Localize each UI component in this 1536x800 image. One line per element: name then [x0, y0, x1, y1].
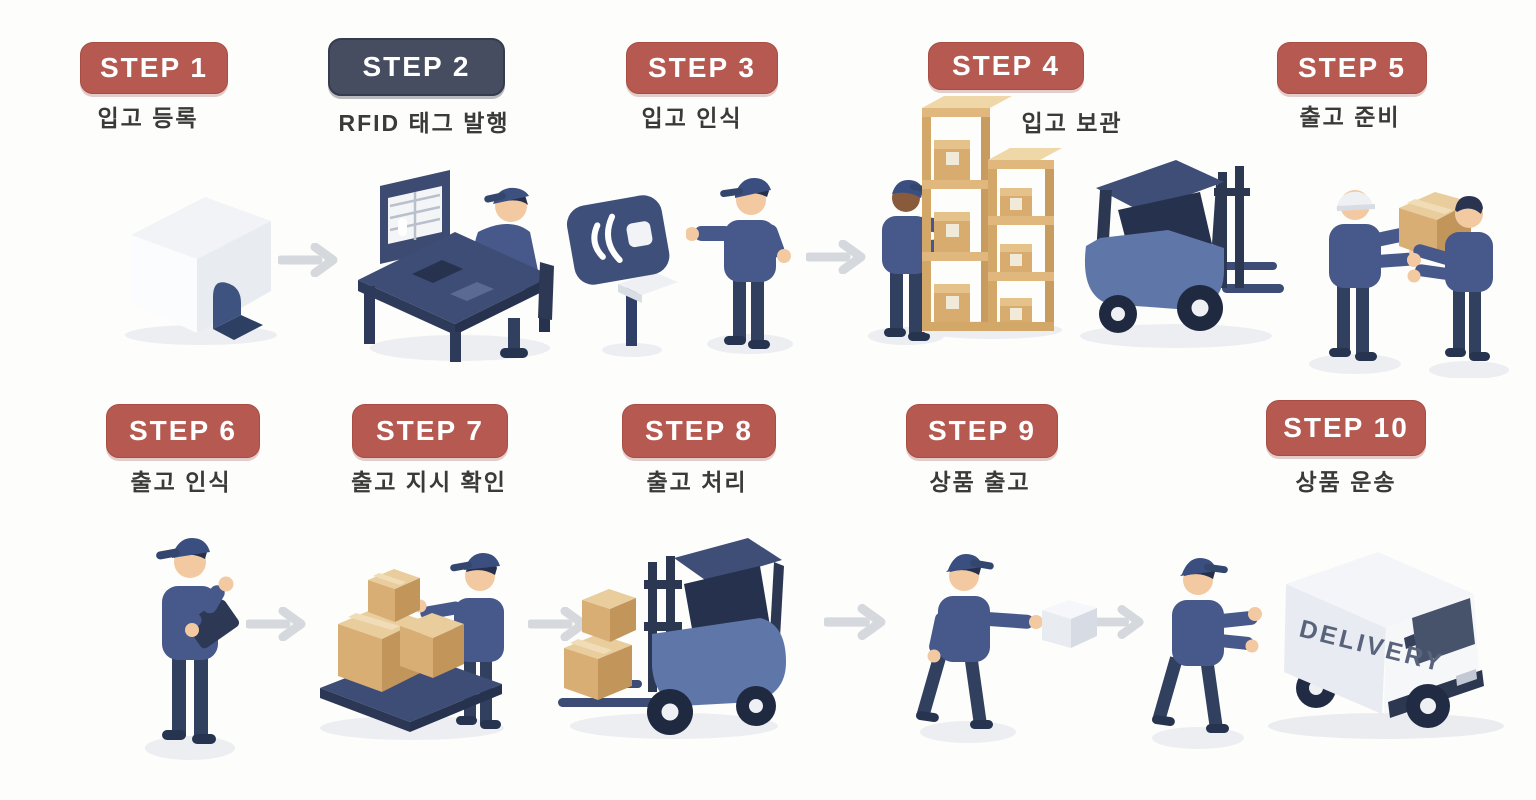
clipboard — [186, 599, 240, 649]
box-handover-illustration — [1309, 190, 1509, 378]
step-7-badge: STEP 7 — [352, 404, 508, 458]
rack-left-column — [922, 96, 1012, 331]
step-10-caption: 상품 운송 — [1295, 469, 1397, 495]
step-3-caption: 입고 인식 — [641, 105, 743, 131]
step-5-badge: STEP 5 — [1277, 42, 1427, 94]
mouse-pad — [450, 282, 494, 301]
step-4-badge: STEP 4 — [928, 42, 1084, 90]
monitor — [380, 170, 450, 264]
reader-panel — [566, 195, 670, 285]
clipboard-worker-illustration — [145, 538, 240, 760]
delivery-van-illustration: DELIVERY — [1268, 552, 1504, 739]
arrow-right-icon — [824, 604, 886, 640]
storage-crate-rack-illustration — [922, 96, 1062, 339]
receiving-worker-figure — [1407, 196, 1493, 361]
step-2-caption: RFID 태그 발행 — [338, 110, 510, 136]
forklift-right-illustration — [1080, 160, 1284, 348]
rack-right-column — [988, 148, 1062, 331]
gate-opening — [213, 282, 241, 329]
loading-worker-illustration — [1151, 558, 1262, 749]
arrow-right-icon — [246, 607, 306, 641]
side-mirror — [1404, 634, 1416, 649]
step-8-badge: STEP 8 — [622, 404, 776, 458]
step-4-caption: 입고 보관 — [1021, 110, 1123, 136]
pallet-worker-figure — [413, 553, 504, 729]
pallet-top — [320, 652, 502, 722]
pallet-boxes-illustration — [320, 553, 504, 740]
step-6-caption: 출고 인식 — [130, 469, 232, 495]
pointing-worker-illustration — [686, 178, 793, 354]
gate-ramp — [213, 315, 263, 340]
chair — [500, 262, 554, 358]
van-side-panel — [1284, 584, 1386, 714]
cardboard-box-upper — [582, 589, 636, 642]
step-9-caption: 상품 출고 — [929, 469, 1031, 495]
step-8-caption: 출고 처리 — [646, 469, 748, 495]
rfid-reader-antenna-icon — [566, 195, 678, 357]
van-roof — [1286, 552, 1474, 628]
white-box — [1042, 600, 1097, 648]
cardboard-box-rear — [400, 613, 464, 678]
carry-out-worker-illustration — [915, 554, 1097, 743]
step-9-badge: STEP 9 — [906, 404, 1058, 458]
headlight — [1456, 669, 1477, 686]
step-5-caption: 출고 준비 — [1299, 104, 1401, 130]
step-10-badge: STEP 10 — [1266, 400, 1426, 456]
step-2-badge: STEP 2 — [328, 38, 505, 96]
step-1-badge: STEP 1 — [80, 42, 228, 94]
step-1-caption: 입고 등록 — [97, 105, 199, 131]
cardboard-box-lower — [564, 634, 632, 700]
cardboard-box-small — [368, 569, 420, 622]
arrow-right-icon — [278, 243, 338, 277]
forklift-loaded-illustration — [558, 538, 786, 739]
step-3-badge: STEP 3 — [626, 42, 778, 94]
tag-issuing-desk-illustration — [358, 170, 554, 362]
windshield — [1412, 598, 1475, 664]
rfid-gate-machine-illustration — [125, 197, 277, 345]
step-6-badge: STEP 6 — [106, 404, 260, 458]
keyboard — [412, 260, 463, 283]
arrow-right-icon — [806, 240, 866, 274]
step-7-caption: 출고 지시 확인 — [351, 469, 507, 495]
